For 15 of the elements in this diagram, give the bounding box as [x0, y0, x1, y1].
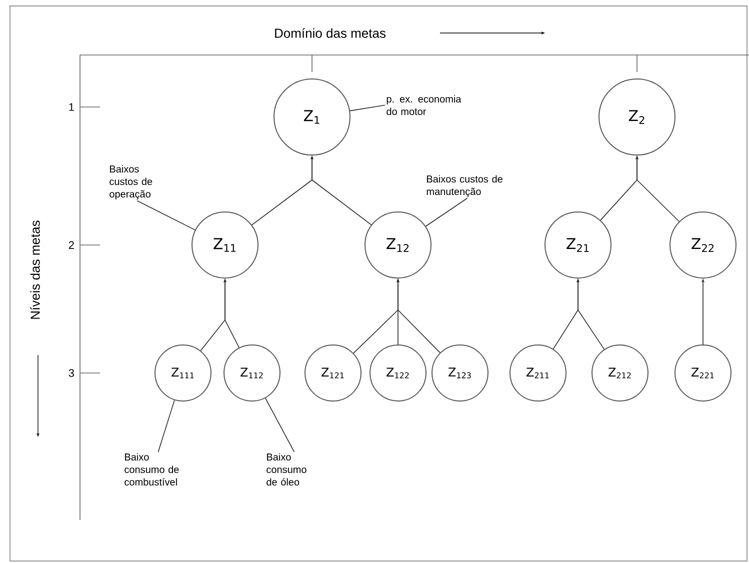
axis-title: Níveis das metas: [30, 220, 40, 319]
leader-line: [265, 398, 295, 452]
annotation: Baixo consumo de combustível: [124, 453, 179, 486]
leader-line: [136, 200, 196, 230]
level-number: 2: [68, 241, 74, 249]
axis-title: Domínio das metas: [275, 28, 386, 38]
annotation: Baixo consumo de óleo: [266, 453, 306, 486]
level-number: 3: [68, 369, 74, 377]
level-number: 1: [69, 103, 74, 111]
annotation: Baixos custos de operação: [110, 165, 152, 200]
annotation: p. ex. economia do motor: [386, 95, 462, 116]
annotation: Baixos custos de manutenção: [426, 175, 502, 198]
leader-line: [158, 400, 175, 452]
leader-line: [350, 104, 386, 112]
leader-line: [425, 198, 468, 227]
